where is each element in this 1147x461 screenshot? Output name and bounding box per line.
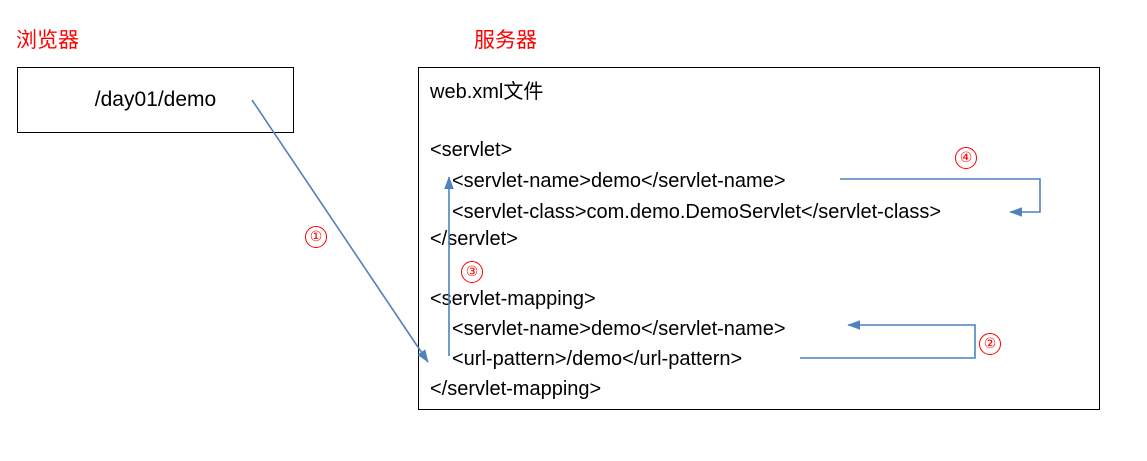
code-line-servlet-close: </servlet> [430,228,518,250]
code-line-servlet-mapping-close: </servlet-mapping> [430,378,602,400]
step-marker-1: ① [305,226,327,248]
code-line-servlet-name: <servlet-name>demo</servlet-name> [452,170,786,192]
browser-url-text: /day01/demo [94,88,217,111]
code-line-servlet-mapping-open: <servlet-mapping> [430,288,596,310]
browser-section-label: 浏览器 [16,28,79,52]
step-marker-3: ③ [461,261,483,283]
step-marker-2: ② [979,333,1001,355]
step-marker-4: ④ [955,147,977,169]
arrow-step-1 [251,99,429,363]
code-line-mapping-servlet-name: <servlet-name>demo</servlet-name> [452,318,786,340]
server-section-label: 服务器 [474,28,537,52]
webxml-heading: web.xml文件 [430,81,544,103]
code-line-servlet-open: <servlet> [430,139,513,161]
code-line-url-pattern: <url-pattern>/demo</url-pattern> [452,348,743,370]
code-line-servlet-class: <servlet-class>com.demo.DemoServlet</ser… [452,201,942,223]
